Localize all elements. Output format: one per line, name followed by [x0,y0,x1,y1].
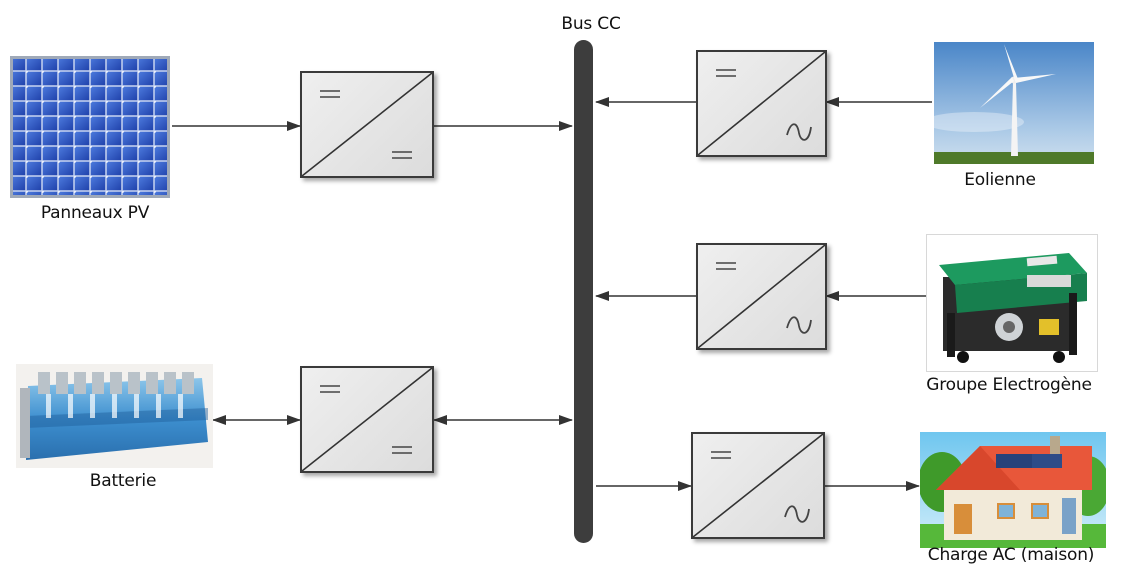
load-label: Charge AC (maison) [927,545,1095,565]
converter-load-dcac [691,432,825,539]
converter-genset-acdc [696,243,827,350]
converter-diagonal [302,73,432,176]
battery-pack-icon [16,364,213,468]
converter-symbol [698,52,825,155]
converter-wind-acdc [696,50,827,157]
ac-sine-icon [784,505,810,523]
converter-pv-dcdc [300,71,434,178]
converter-symbol [302,73,432,176]
converter-diagonal [302,368,432,471]
pv-label: Panneaux PV [40,203,150,223]
ac-sine-icon [786,123,812,141]
converter-symbol [693,434,823,537]
converter-diagonal [698,52,825,155]
converter-diagonal [698,245,825,348]
wind-label: Eolienne [964,170,1036,190]
dc-bus-bar [574,40,593,543]
converter-diagonal [693,434,823,537]
genset-label: Groupe Electrogène [926,375,1092,395]
bus-label: Bus CC [561,14,621,34]
generator-icon [926,234,1098,372]
ac-sine-icon [786,316,812,334]
converter-battery-dcdc [300,366,434,473]
house-icon [920,432,1106,548]
converter-symbol [302,368,432,471]
battery-label: Batterie [89,471,157,491]
wind-turbine-icon [934,42,1094,164]
solar-panel-icon [10,56,170,198]
converter-symbol [698,245,825,348]
